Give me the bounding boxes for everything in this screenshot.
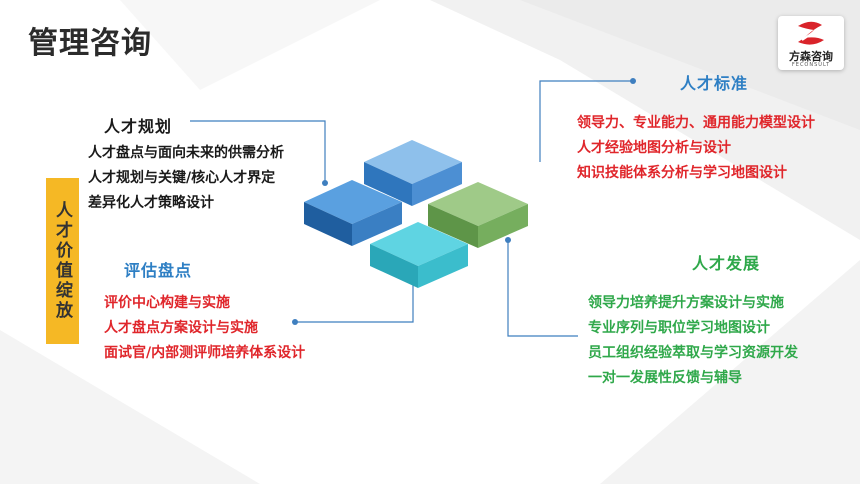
company-logo: 方森咨询 FECONSULT	[778, 16, 844, 70]
connector-standards	[539, 80, 633, 162]
list-item: 面试官/内部测评师培养体系设计	[104, 345, 306, 361]
connector-planning	[190, 120, 326, 183]
logo-name: 方森咨询	[789, 50, 833, 63]
heading-standards: 人才标准	[680, 74, 749, 93]
tile-right	[428, 182, 528, 248]
list-item: 一对一发展性反馈与辅导	[588, 370, 742, 386]
list-item: 员工组织经验萃取与学习资源开发	[588, 345, 798, 361]
list-standards: 领导力、专业能力、通用能力模型设计 人才经验地图分析与设计 知识技能体系分析与学…	[577, 111, 815, 186]
connector-assessment-dot	[292, 319, 298, 325]
tile-left	[304, 180, 402, 246]
tile-bottom	[370, 222, 468, 288]
list-development: 领导力培养提升方案设计与实施 专业序列与职位学习地图设计 员工组织经验萃取与学习…	[588, 291, 798, 391]
list-item: 知识技能体系分析与学习地图设计	[577, 165, 787, 181]
connector-standards-dot	[630, 78, 636, 84]
list-item: 人才规划与关键/核心人才界定	[88, 170, 276, 186]
list-item: 差异化人才策略设计	[88, 195, 214, 211]
list-item: 评价中心构建与实施	[104, 295, 230, 311]
logo-mark-icon	[798, 21, 824, 45]
list-item: 领导力、专业能力、通用能力模型设计	[577, 115, 815, 131]
connector-planning-dot	[322, 180, 328, 186]
tile-top	[364, 140, 462, 206]
connector-assessment	[295, 270, 414, 323]
list-item: 人才盘点与面向未来的供需分析	[88, 145, 284, 161]
heading-planning: 人才规划	[104, 117, 173, 136]
connector-development	[507, 240, 578, 337]
heading-assessment: 评估盘点	[124, 261, 193, 280]
connector-development-dot	[505, 237, 511, 243]
page-title: 管理咨询	[28, 26, 152, 61]
heading-development: 人才发展	[692, 254, 761, 273]
list-planning: 人才盘点与面向未来的供需分析 人才规划与关键/核心人才界定 差异化人才策略设计	[88, 141, 284, 216]
list-item: 人才经验地图分析与设计	[577, 140, 731, 156]
list-item: 专业序列与职位学习地图设计	[588, 320, 770, 336]
logo-subtitle: FECONSULT	[791, 62, 831, 68]
side-label-box: 人才价值绽放	[46, 178, 79, 344]
side-label-text: 人才价值绽放	[52, 201, 72, 321]
list-assessment: 评价中心构建与实施 人才盘点方案设计与实施 面试官/内部测评师培养体系设计	[104, 291, 305, 366]
list-item: 领导力培养提升方案设计与实施	[588, 295, 784, 311]
list-item: 人才盘点方案设计与实施	[104, 320, 258, 336]
